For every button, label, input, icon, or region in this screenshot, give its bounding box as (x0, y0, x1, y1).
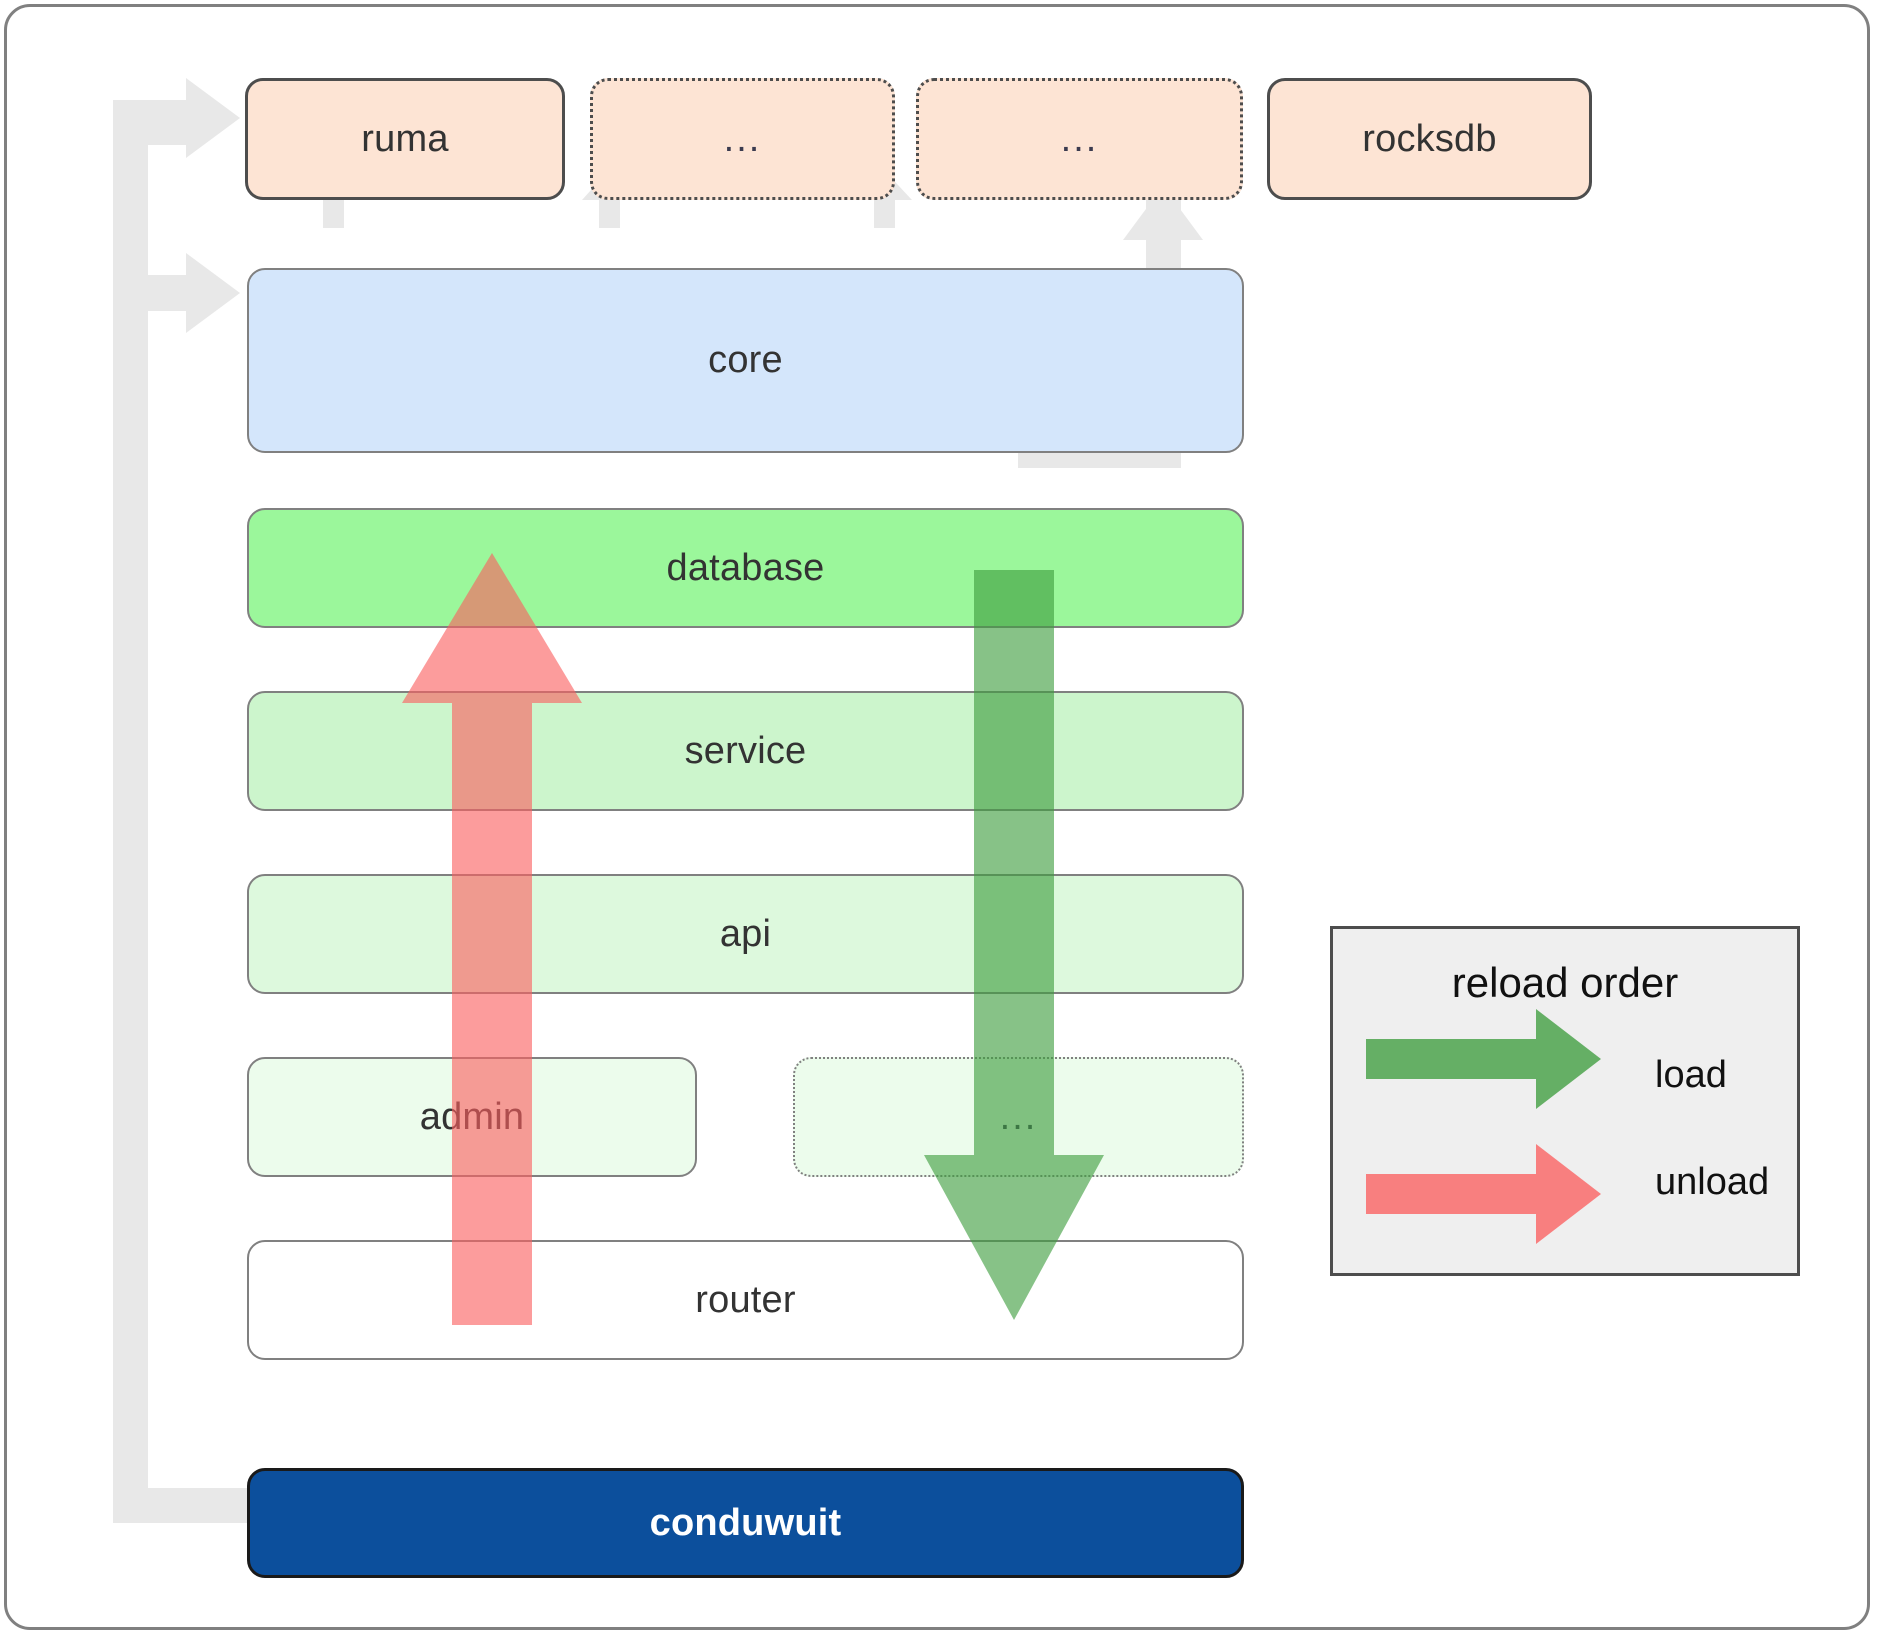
legend-label-unload: unload (1655, 1161, 1770, 1203)
node-layer-more[interactable]: ... (793, 1057, 1244, 1177)
node-service[interactable]: service (247, 691, 1244, 811)
node-router-label: router (695, 1278, 796, 1321)
legend-reload-order: reload order load unload (1330, 926, 1800, 1276)
node-core[interactable]: core (247, 268, 1244, 453)
legend-title: reload order (1451, 959, 1679, 1006)
legend-arrow-swatches (1366, 1009, 1601, 1244)
node-layer-more-label: ... (999, 1095, 1038, 1138)
node-database[interactable]: database (247, 508, 1244, 628)
node-rocksdb-label: rocksdb (1362, 117, 1497, 160)
node-rocksdb[interactable]: rocksdb (1267, 78, 1592, 200)
node-router[interactable]: router (247, 1240, 1244, 1360)
node-admin[interactable]: admin (247, 1057, 697, 1177)
legend-label-load: load (1655, 1054, 1727, 1096)
legend-unload-arrow-icon (1366, 1144, 1601, 1244)
node-dep-2-label: ... (723, 117, 762, 160)
node-core-label: core (708, 339, 783, 381)
node-conduwuit[interactable]: conduwuit (247, 1468, 1244, 1578)
node-api[interactable]: api (247, 874, 1244, 994)
node-dep-3[interactable]: ... (916, 78, 1243, 200)
node-ruma[interactable]: ruma (245, 78, 565, 200)
node-api-label: api (719, 912, 772, 955)
node-database-label: database (666, 546, 825, 589)
node-dep-2[interactable]: ... (590, 78, 895, 200)
legend-load-arrow-icon (1366, 1009, 1601, 1109)
node-admin-label: admin (419, 1095, 525, 1138)
node-dep-3-label: ... (1060, 117, 1099, 160)
node-service-label: service (684, 729, 807, 772)
node-ruma-label: ruma (361, 117, 449, 160)
diagram-outer-frame (4, 4, 1870, 1630)
node-conduwuit-label: conduwuit (649, 1501, 842, 1544)
